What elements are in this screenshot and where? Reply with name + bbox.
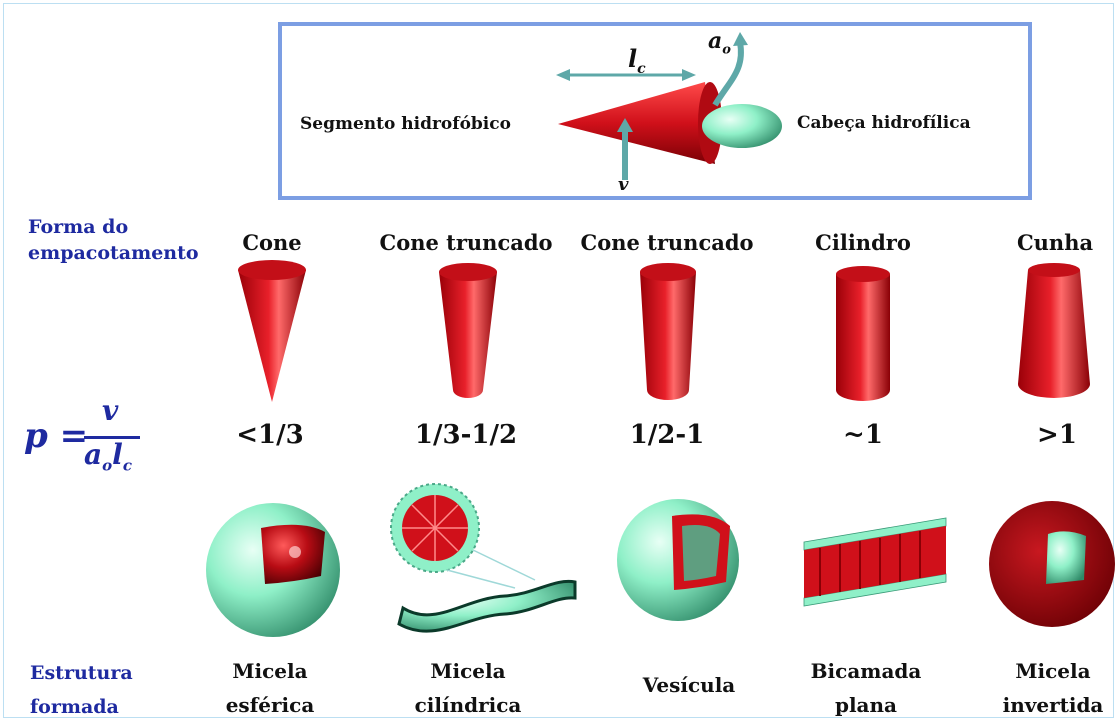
ratio-cone: <1/3 bbox=[236, 420, 304, 450]
amphiphile-schematic-box bbox=[278, 22, 1032, 200]
truncated-cone-shape-1 bbox=[439, 263, 497, 398]
ratio-cylinder: ~1 bbox=[843, 420, 883, 450]
truncated-cone-shape-2 bbox=[640, 263, 696, 400]
lc-label: lc bbox=[628, 44, 646, 77]
planar-bilayer bbox=[803, 517, 947, 607]
formula-denominator: aolc bbox=[84, 438, 132, 475]
lc-arrow-left-head bbox=[556, 69, 570, 81]
ao-arrow bbox=[712, 41, 744, 107]
cylinder-shape bbox=[836, 266, 890, 401]
structure-vesicle: Vesícula bbox=[642, 673, 736, 697]
hydrophobic-segment-label: Segmento hidrofóbico bbox=[300, 114, 511, 134]
amphiphile-molecule bbox=[556, 32, 782, 180]
cylindrical-micelle bbox=[390, 483, 577, 633]
lc-arrow-right-head bbox=[682, 69, 696, 81]
vesicle bbox=[617, 499, 739, 621]
spherical-micelle bbox=[206, 503, 340, 637]
formula-fraction-bar bbox=[84, 436, 140, 439]
shape-title-truncated-cone-2: Cone truncado bbox=[580, 230, 754, 255]
formula-numerator: v bbox=[102, 394, 119, 427]
shape-title-truncated-cone-1: Cone truncado bbox=[379, 230, 553, 255]
hydrophilic-head-label: Cabeça hidrofílica bbox=[797, 113, 971, 133]
v-arrow-head bbox=[617, 118, 633, 132]
shape-title-wedge: Cunha bbox=[1016, 230, 1094, 255]
outer-frame bbox=[3, 3, 1114, 718]
shape-title-cone: Cone bbox=[242, 230, 302, 255]
v-label: v bbox=[618, 174, 629, 195]
cone-shape bbox=[238, 260, 306, 402]
inverted-micelle bbox=[989, 501, 1115, 627]
ao-label: ao bbox=[708, 28, 731, 58]
ratio-truncated-cone-2: 1/2-1 bbox=[629, 420, 705, 450]
hydrophilic-head bbox=[702, 104, 782, 148]
formula-p: p = bbox=[24, 416, 89, 456]
ratio-truncated-cone-1: 1/3-1/2 bbox=[414, 420, 518, 450]
wedge-shape bbox=[1018, 263, 1090, 398]
hydrophobic-cone bbox=[558, 82, 715, 164]
ratio-wedge: >1 bbox=[1037, 420, 1077, 450]
ao-arrow-head bbox=[733, 32, 748, 46]
shape-title-cylinder: Cilindro bbox=[815, 230, 911, 255]
